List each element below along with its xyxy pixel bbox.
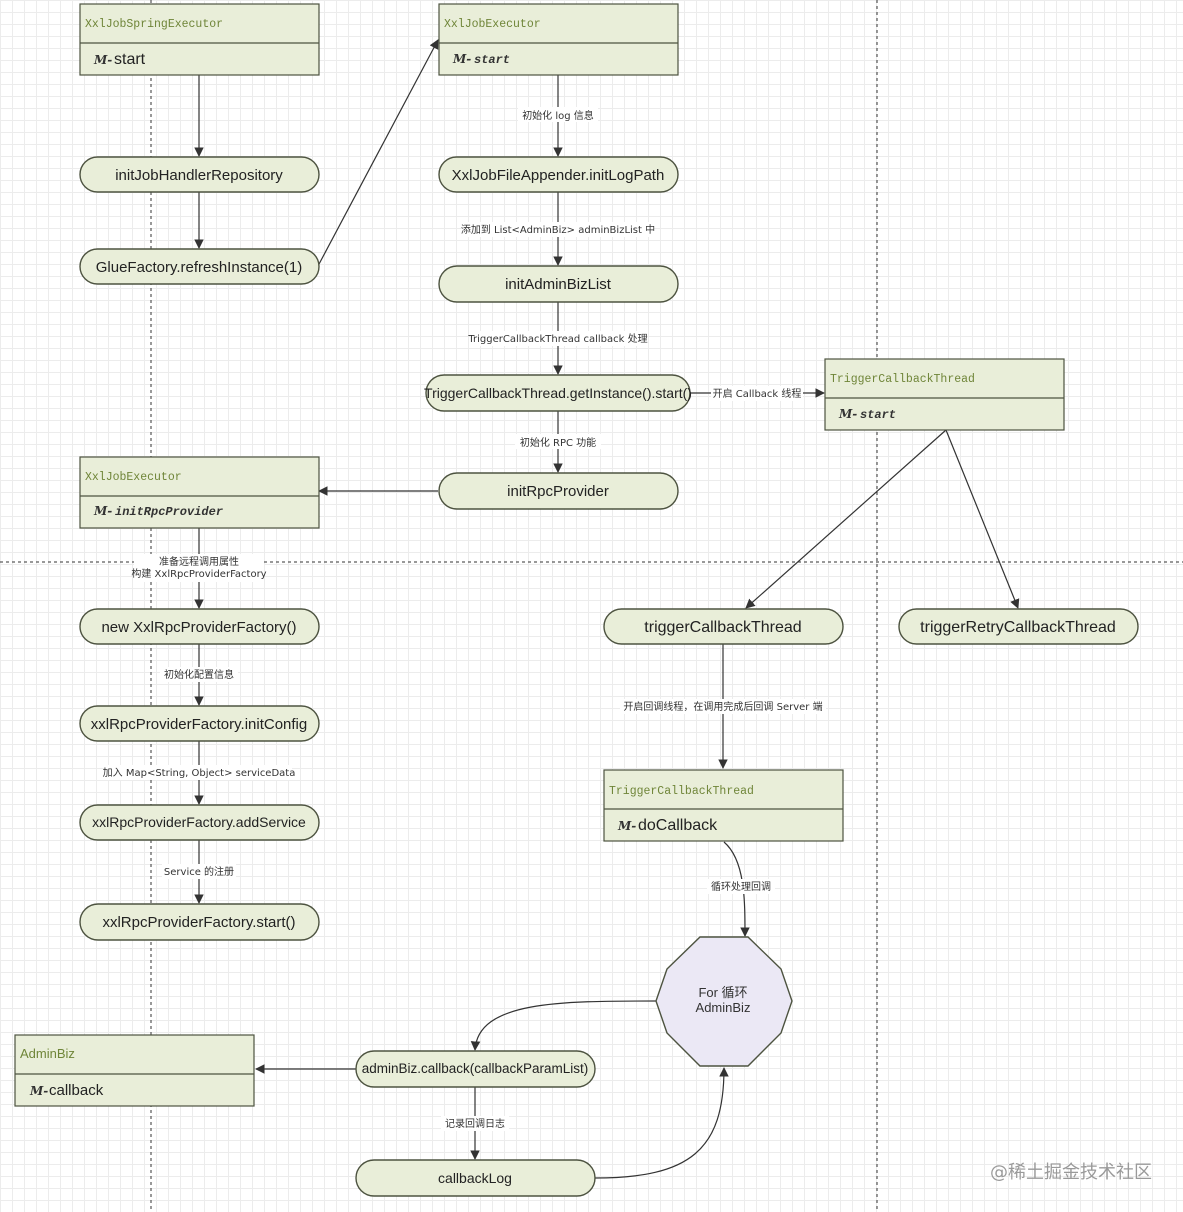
method-icon: M- xyxy=(93,504,112,518)
edge-label-prepare-remote-2: 构建 XxlRpcProviderFactory xyxy=(131,567,266,580)
connectors xyxy=(194,39,1020,1179)
octagon-line-1: For 循环 xyxy=(698,985,747,1000)
node-triggerretrycallbackthread[interactable]: triggerRetryCallbackThread xyxy=(898,608,1139,645)
method-name: start xyxy=(114,51,146,68)
node-initlogpath[interactable]: XxlJobFileAppender.initLogPath xyxy=(438,156,679,193)
class-title: TriggerCallbackThread xyxy=(609,785,754,798)
node-initadminbizlist[interactable]: initAdminBizList xyxy=(438,265,679,303)
octagon-line-2: AdminBiz xyxy=(696,1000,751,1015)
class-box-triggercallbackthread-docallback[interactable]: TriggerCallbackThread M- doCallback xyxy=(603,769,844,842)
edge-label-init-log: 初始化 log 信息 xyxy=(522,109,594,122)
edge-label-add-admin-list: 添加到 List<AdminBiz> adminBizList 中 xyxy=(461,223,655,236)
node-label: new XxlRpcProviderFactory() xyxy=(101,619,296,636)
edge-labels: 初始化 log 信息 添加到 List<AdminBiz> adminBizLi… xyxy=(103,107,826,1131)
edge-label-trigger-callback-handle: TriggerCallbackThread callback 处理 xyxy=(467,333,647,345)
node-triggercallbackthread[interactable]: triggerCallbackThread xyxy=(603,608,844,645)
class-title: XxlJobSpringExecutor xyxy=(85,18,223,31)
node-label: initRpcProvider xyxy=(507,483,609,500)
edge-label-prepare-remote-1: 准备远程调用属性 xyxy=(159,555,239,568)
node-label: xxlRpcProviderFactory.addService xyxy=(92,814,306,830)
class-box-xxljobexecutor-initrpcprovider[interactable]: XxlJobExecutor M- initRpcProvider xyxy=(79,456,320,529)
node-label: XxlJobFileAppender.initLogPath xyxy=(452,167,665,184)
node-callbacklog[interactable]: callbackLog xyxy=(355,1159,596,1197)
edge-label-record-log: 记录回调日志 xyxy=(445,1117,505,1130)
method-icon: M- xyxy=(93,53,112,67)
method-icon: M- xyxy=(838,407,857,421)
node-adminbiz-callback-call[interactable]: adminBiz.callback(callbackParamList) xyxy=(355,1050,596,1088)
edge-label-init-rpc: 初始化 RPC 功能 xyxy=(520,436,596,449)
method-icon: M- xyxy=(29,1084,48,1098)
edge-label-init-config-info: 初始化配置信息 xyxy=(164,668,234,681)
method-name: initRpcProvider xyxy=(115,505,223,519)
edge-label-add-map: 加入 Map<String, Object> serviceData xyxy=(103,767,296,779)
class-title: AdminBiz xyxy=(20,1046,75,1061)
node-triggercallback-getinstance[interactable]: TriggerCallbackThread.getInstance().star… xyxy=(424,374,692,412)
class-box-xxljobexecutor-start[interactable]: XxlJobExecutor M- start xyxy=(438,3,679,76)
method-icon: M- xyxy=(617,819,636,833)
node-initrpcprovider[interactable]: initRpcProvider xyxy=(438,472,679,510)
method-icon: M- xyxy=(452,52,471,66)
edge-label-open-callback-thread: 开启 Callback 线程 xyxy=(713,387,802,400)
node-label: xxlRpcProviderFactory.initConfig xyxy=(91,716,307,733)
node-label: initJobHandlerRepository xyxy=(115,167,283,184)
class-box-adminbiz[interactable]: AdminBiz M- callback xyxy=(14,1034,255,1107)
node-label: adminBiz.callback(callbackParamList) xyxy=(362,1061,589,1076)
node-label: xxlRpcProviderFactory.start() xyxy=(102,914,295,931)
watermark: @稀土掘金技术社区 xyxy=(990,1162,1152,1183)
node-initjobhandlerrepository[interactable]: initJobHandlerRepository xyxy=(79,156,320,193)
method-name: start xyxy=(860,408,896,422)
class-title: TriggerCallbackThread xyxy=(830,373,975,386)
node-label: callbackLog xyxy=(438,1170,512,1186)
node-for-loop-octagon[interactable]: For 循环 AdminBiz xyxy=(655,936,793,1067)
node-label: GlueFactory.refreshInstance(1) xyxy=(96,259,302,276)
edge-label-open-callback-loop: 开启回调线程，在调用完成后回调 Server 端 xyxy=(623,700,822,713)
node-new-xxlrpcproviderfactory[interactable]: new XxlRpcProviderFactory() xyxy=(79,608,320,645)
node-gluefactory-refreshinstance[interactable]: GlueFactory.refreshInstance(1) xyxy=(79,248,320,285)
node-label: initAdminBizList xyxy=(505,276,612,293)
class-title: XxlJobExecutor xyxy=(85,471,182,484)
class-title: XxlJobExecutor xyxy=(444,18,541,31)
method-name: callback xyxy=(49,1082,104,1099)
node-label: triggerRetryCallbackThread xyxy=(920,619,1116,636)
node-initconfig[interactable]: xxlRpcProviderFactory.initConfig xyxy=(79,705,320,742)
node-factory-start[interactable]: xxlRpcProviderFactory.start() xyxy=(79,903,320,941)
node-label: TriggerCallbackThread.getInstance().star… xyxy=(424,385,692,401)
class-box-xxljobspringexecutor[interactable]: XxlJobSpringExecutor M- start xyxy=(79,3,320,76)
method-name: start xyxy=(474,53,510,67)
method-name: doCallback xyxy=(638,817,718,834)
node-addservice[interactable]: xxlRpcProviderFactory.addService xyxy=(79,804,320,841)
node-label: triggerCallbackThread xyxy=(644,619,801,636)
edge-label-service-register: Service 的注册 xyxy=(164,865,234,878)
edge-label-loop-handle: 循环处理回调 xyxy=(711,880,771,893)
class-box-triggercallbackthread-start[interactable]: TriggerCallbackThread M- start xyxy=(824,358,1065,431)
